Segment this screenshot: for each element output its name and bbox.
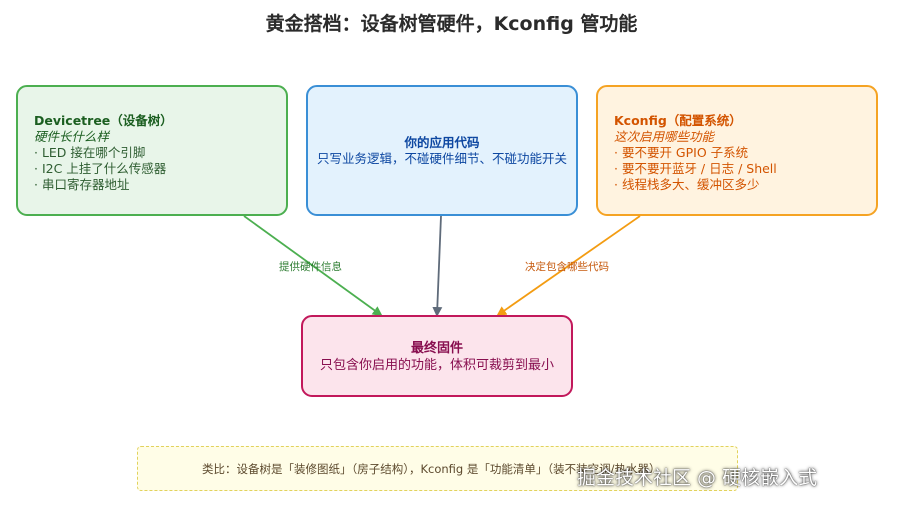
kconfig-box: Kconfig（配置系统） 这次启用哪些功能 · 要不要开 GPIO 子系统 ·… [596,85,878,216]
kconfig-subtitle: 这次启用哪些功能 [614,129,715,144]
kconfig-line: · 线程栈多大、缓冲区多少 [614,177,760,192]
arrow-kconfig-to-firmware [496,215,641,317]
analogy-note: 类比：设备树是「装修图纸」（房子结构），Kconfig 是「功能清单」（装不装空… [137,446,738,491]
devicetree-line: · LED 接在哪个引脚 [34,145,146,160]
devicetree-line: · 串口寄存器地址 [34,177,130,192]
devicetree-heading: Devicetree（设备树） [34,113,173,128]
edge-label-hardware-info: 提供硬件信息 [279,261,342,273]
app-code-heading: 你的应用代码 [404,135,480,150]
kconfig-line: · 要不要开 GPIO 子系统 [614,145,749,160]
arrow-app-to-firmware [432,215,443,317]
app-code-box: 你的应用代码 只写业务逻辑，不碰硬件细节、不碰功能开关 [306,85,578,216]
kconfig-heading: Kconfig（配置系统） [614,113,742,128]
firmware-box: 最终固件 只包含你启用的功能，体积可裁剪到最小 [301,315,573,397]
arrow-devicetree-to-firmware [243,215,383,317]
firmware-desc: 只包含你启用的功能，体积可裁剪到最小 [319,358,554,373]
kconfig-line: · 要不要开蓝牙 / 日志 / Shell [614,161,777,176]
diagram-title: 黄金搭档：设备树管硬件，Kconfig 管功能 [265,13,638,35]
devicetree-line: · I2C 上挂了什么传感器 [34,161,167,176]
edge-label-code-selection: 决定包含哪些代码 [525,261,609,273]
devicetree-subtitle: 硬件长什么样 [34,129,110,144]
firmware-heading: 最终固件 [410,341,463,356]
devicetree-box: Devicetree（设备树） 硬件长什么样 · LED 接在哪个引脚 · I2… [16,85,288,216]
app-code-desc: 只写业务逻辑，不碰硬件细节、不碰功能开关 [316,151,567,166]
watermark: 掘金技术社区 @ 硬核嵌入式 [577,467,818,489]
